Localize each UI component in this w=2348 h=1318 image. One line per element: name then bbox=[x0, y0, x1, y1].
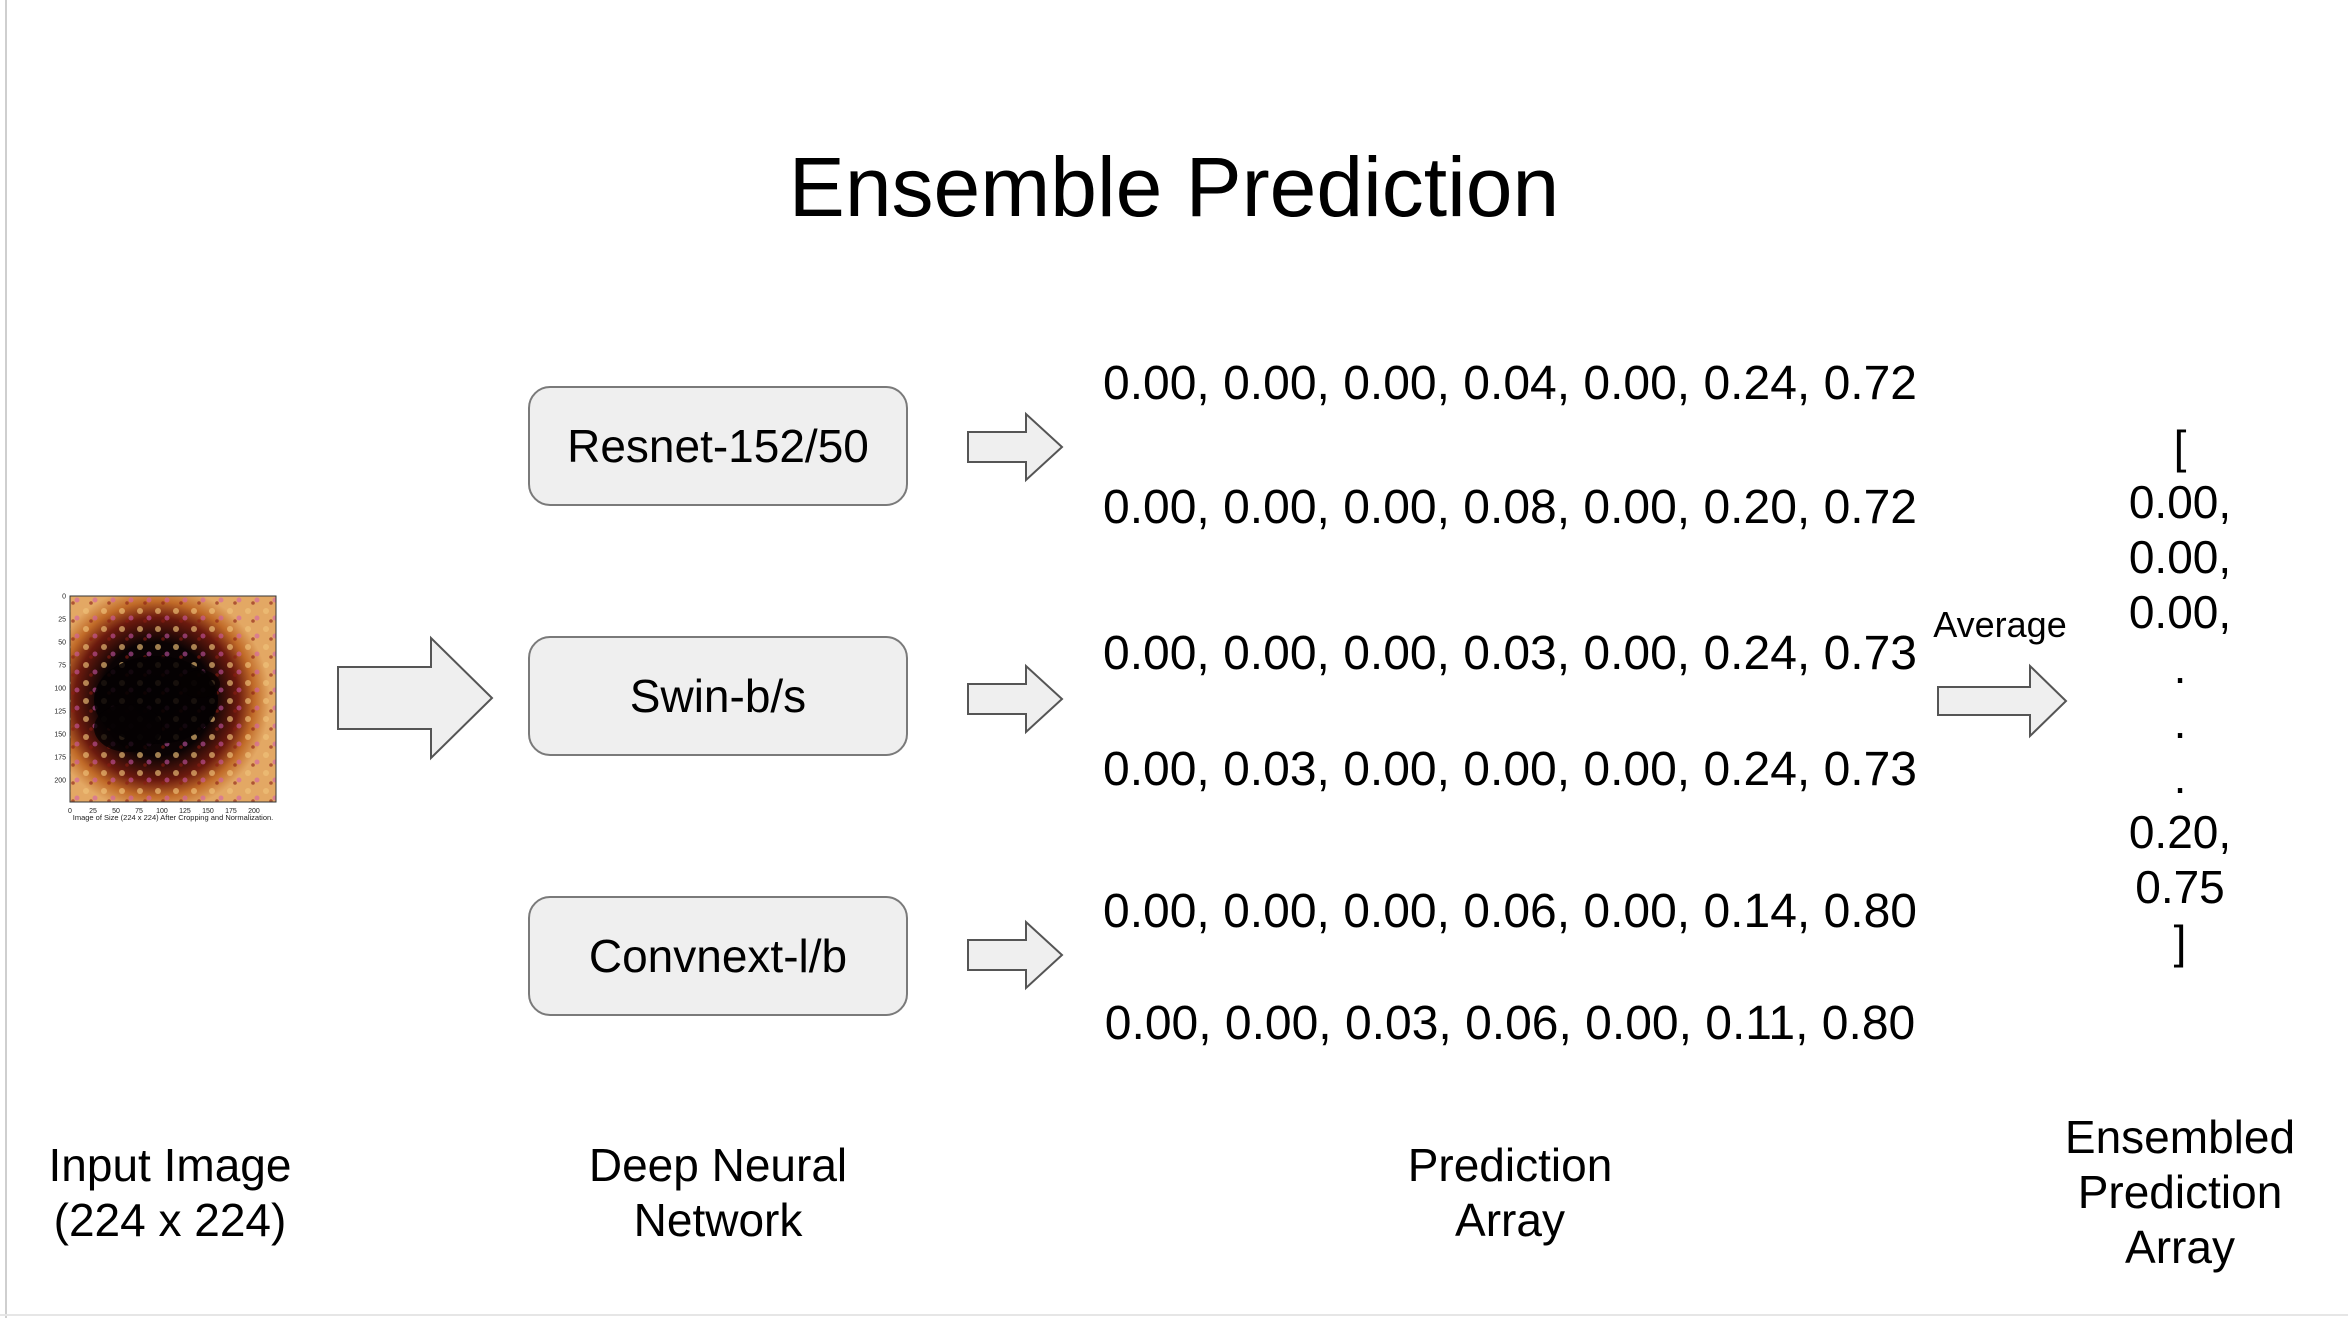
image-x-tick-label: 150 bbox=[202, 808, 214, 815]
image-y-tick-label: 0 bbox=[62, 594, 66, 601]
ensemble-line: 0.00, bbox=[2128, 476, 2232, 528]
prediction-swin-b: 0.00, 0.00, 0.00, 0.03, 0.00, 0.24, 0.73 bbox=[1103, 627, 1917, 680]
image-x-tick-label: 125 bbox=[179, 808, 191, 815]
ensemble-line: [ bbox=[2173, 421, 2187, 473]
caption-deep-neural-network: Deep Neural Network bbox=[588, 1139, 848, 1246]
convnext-arrow-icon bbox=[967, 919, 1064, 991]
model-box-convnext: Convnext-l/b bbox=[528, 896, 908, 1016]
caption-ensembled-prediction-array: Ensembled Prediction Array bbox=[2064, 1111, 2296, 1273]
caption-prediction-array: Prediction Array bbox=[1407, 1139, 1613, 1246]
image-x-tick-label: 200 bbox=[248, 808, 260, 815]
left-border bbox=[5, 0, 7, 1318]
average-arrow-icon bbox=[1937, 663, 2068, 739]
prediction-convnext-b: 0.00, 0.00, 0.03, 0.06, 0.00, 0.11, 0.80 bbox=[1104, 997, 1916, 1050]
ensemble-line: . bbox=[2173, 641, 2187, 693]
input-image-thumbnail: 0 25 50 75 100 125 150 175 200 0 25 50 75 100 125 150 1… bbox=[54, 594, 277, 822]
caption-input-image: Input Image (224 x 224) bbox=[48, 1139, 292, 1246]
swin-arrow-icon bbox=[967, 663, 1064, 735]
bottom-border bbox=[0, 1314, 2348, 1316]
image-y-tick-label: 50 bbox=[58, 639, 66, 646]
image-y-tick-label: 125 bbox=[54, 708, 66, 715]
diagram-title: Ensemble Prediction bbox=[788, 140, 1560, 234]
model-box-resnet: Resnet-152/50 bbox=[528, 386, 908, 506]
ensemble-line: . bbox=[2173, 751, 2187, 803]
image-x-tick-label: 100 bbox=[156, 808, 168, 815]
model-box-swin: Swin-b/s bbox=[528, 636, 908, 756]
ensemble-line: 0.20, bbox=[2128, 806, 2232, 858]
prediction-swin-s: 0.00, 0.03, 0.00, 0.00, 0.00, 0.24, 0.73 bbox=[1103, 743, 1917, 796]
image-x-tick-label: 175 bbox=[225, 808, 237, 815]
input-arrow-icon bbox=[337, 635, 494, 761]
image-x-tick-label: 0 bbox=[68, 808, 72, 815]
prediction-resnet-50: 0.00, 0.00, 0.00, 0.08, 0.00, 0.20, 0.72 bbox=[1103, 481, 1917, 534]
image-y-tick-label: 150 bbox=[54, 731, 66, 738]
input-image-caption: Image of Size (224 x 224) After Cropping… bbox=[73, 813, 274, 822]
resnet-arrow-icon bbox=[967, 411, 1064, 483]
average-label: Average bbox=[1933, 604, 2067, 645]
image-y-tick-label: 200 bbox=[54, 777, 66, 784]
ensemble-line: 0.00, bbox=[2128, 586, 2232, 638]
image-x-tick-label: 75 bbox=[135, 808, 143, 815]
image-y-tick-label: 25 bbox=[58, 616, 66, 623]
image-x-tick-label: 25 bbox=[89, 808, 97, 815]
image-x-tick-label: 50 bbox=[112, 808, 120, 815]
image-y-tick-label: 175 bbox=[54, 754, 66, 761]
ensemble-line: 0.75 bbox=[2135, 861, 2225, 913]
image-y-tick-label: 100 bbox=[54, 685, 66, 692]
prediction-convnext-l: 0.00, 0.00, 0.00, 0.06, 0.00, 0.14, 0.80 bbox=[1103, 885, 1917, 938]
image-plot-area bbox=[69, 595, 277, 803]
ensembled-prediction-array: [ 0.00, 0.00, 0.00, . . . 0.20, 0.75 ] bbox=[2060, 420, 2300, 970]
ensemble-line: ] bbox=[2173, 916, 2187, 968]
ensemble-line: 0.00, bbox=[2128, 531, 2232, 583]
ensemble-line: . bbox=[2173, 696, 2187, 748]
prediction-resnet-152: 0.00, 0.00, 0.00, 0.04, 0.00, 0.24, 0.72 bbox=[1103, 357, 1917, 410]
image-y-tick-label: 75 bbox=[58, 662, 66, 669]
